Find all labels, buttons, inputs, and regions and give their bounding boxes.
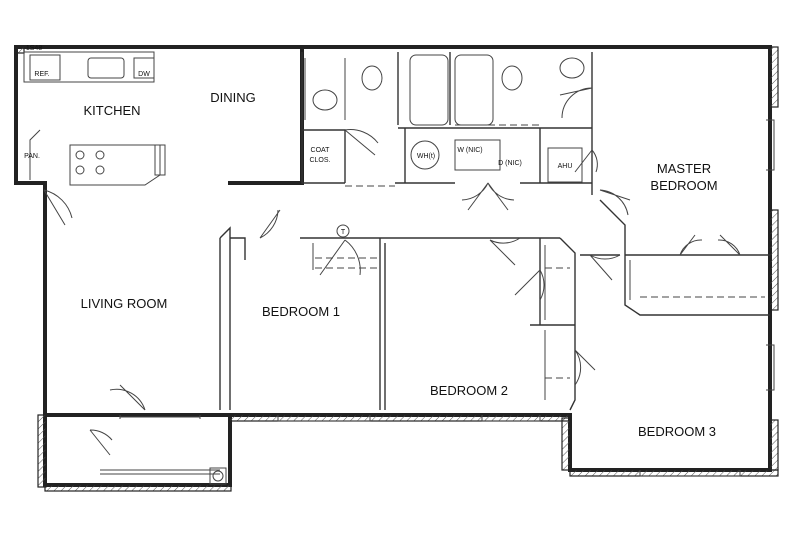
label-clos: CLOS. <box>309 157 330 164</box>
room-dining: DINING <box>210 90 256 105</box>
room-bedroom-3: BEDROOM 3 <box>638 424 716 439</box>
label-washer: W (NIC) <box>457 147 482 154</box>
label-pan: PAN. <box>24 153 40 160</box>
windows <box>100 119 775 477</box>
label-ref: REF. <box>34 71 49 78</box>
interior-walls <box>219 52 770 411</box>
room-living: LIVING ROOM <box>81 296 168 311</box>
room-bedroom-1: BEDROOM 1 <box>262 304 340 319</box>
room-bedroom-2: BEDROOM 2 <box>430 383 508 398</box>
label-coat: COAT <box>311 147 331 154</box>
bath-fixtures <box>304 54 585 183</box>
closet-shelves <box>312 124 765 400</box>
balcony <box>209 467 227 485</box>
room-master-line-1: MASTER <box>657 161 711 176</box>
wall-hatching <box>15 46 779 492</box>
room-master-line-2: BEDROOM <box>650 178 717 193</box>
fixture-labels: REF. DW PAN. COAT CLOS. WH(t) W (NIC) D … <box>24 45 572 170</box>
label-dw: DW <box>138 71 150 78</box>
label-dryer: D (NIC) <box>498 160 522 167</box>
thermostat-icon <box>336 224 350 238</box>
room-labels: KITCHEN DINING LIVING ROOM BEDROOM 1 BED… <box>81 90 718 439</box>
kitchen-fixtures <box>23 51 166 186</box>
room-kitchen: KITCHEN <box>83 103 140 118</box>
label-corner: 1S48 <box>26 45 42 52</box>
doors <box>43 87 741 456</box>
thermostat-label: T <box>341 229 346 236</box>
label-wh: WH(t) <box>417 153 435 160</box>
label-ahu: AHU <box>558 163 573 170</box>
